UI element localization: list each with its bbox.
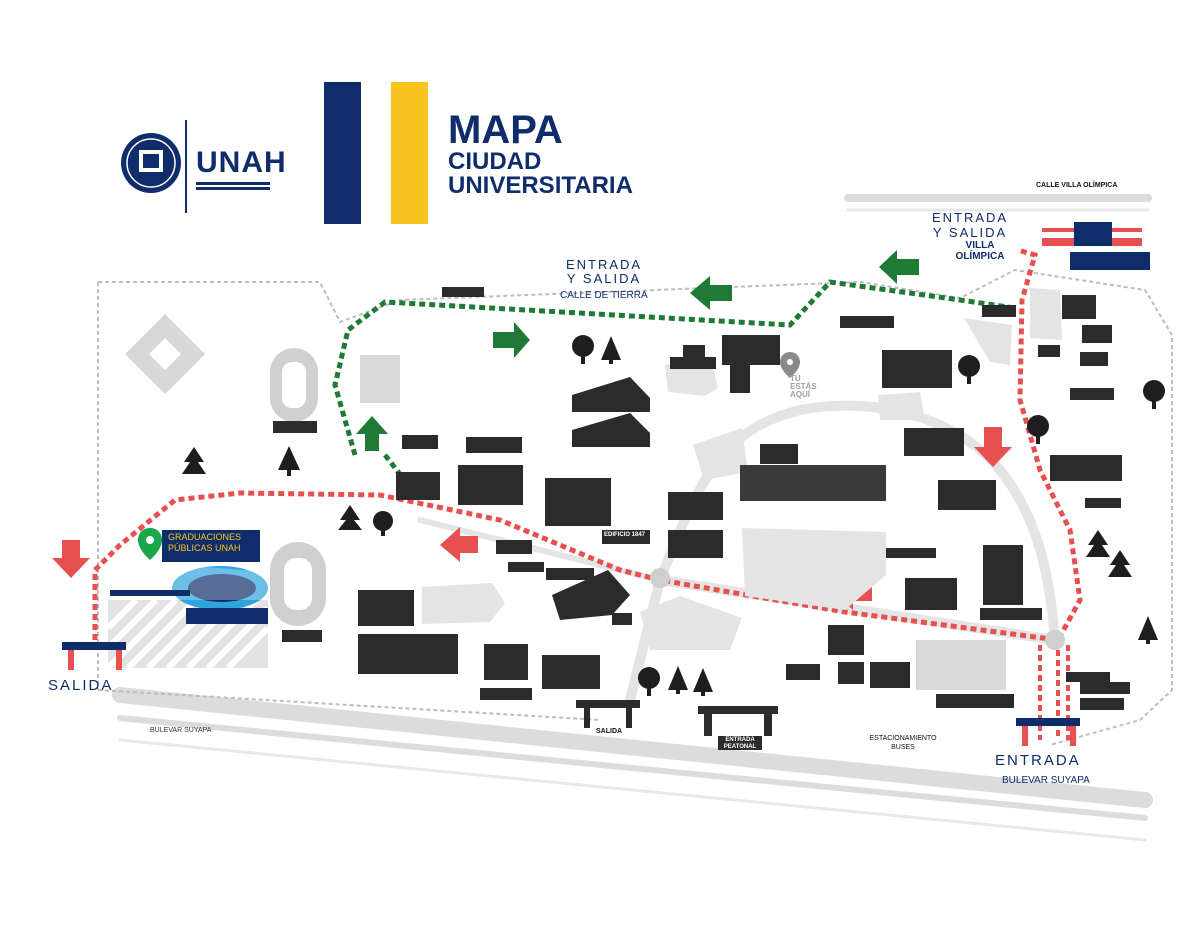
- label-estacionamiento: ESTACIONAMIENTO BUSES: [869, 735, 937, 751]
- unah-logo: [121, 120, 187, 213]
- label-salida: SALIDA: [48, 677, 114, 694]
- villa-olimpica-gym: [1042, 222, 1150, 270]
- buildings: [276, 287, 1130, 750]
- green-route: [332, 279, 1016, 456]
- red-route: [92, 247, 1083, 650]
- label-tu-estas-aqui: TÚ ESTÁS AQUÍ: [790, 374, 817, 399]
- label-villa-olimpica: VILLA OLÍMPICA: [955, 240, 1005, 262]
- label-bulevar-suyapa-left: BULEVAR SUYAPA: [150, 727, 212, 734]
- label-entrada: ENTRADA: [995, 752, 1081, 769]
- label-bulevar-suyapa-right: BULEVAR SUYAPA: [1002, 775, 1090, 786]
- title-universitaria: UNIVERSITARIA: [448, 172, 633, 199]
- roundabout-west: [650, 568, 670, 588]
- label-edificio-1847: EDIFICIO 1847: [604, 532, 646, 538]
- label-entrada-salida-villa: ENTRADA Y SALIDA: [931, 210, 1009, 240]
- running-track-north: [270, 348, 318, 422]
- trees: [182, 335, 1165, 696]
- title-ciudad: CIUDAD: [448, 148, 542, 175]
- label-entrada-peatonal: ENTRADA PEATONAL: [723, 737, 757, 750]
- title-bar-gold: [391, 82, 428, 224]
- baseball-field: [125, 314, 205, 394]
- graduaciones-banner: [138, 528, 260, 562]
- label-calle-tierra: CALLE DE TIERRA: [560, 290, 648, 301]
- title-bar-navy: [324, 82, 361, 224]
- label-calle-villa: CALLE VILLA OLÍMPICA: [1036, 182, 1118, 189]
- green-arrows: [356, 250, 919, 451]
- label-entrada-salida-tierra: ENTRADA Y SALIDA: [565, 257, 643, 286]
- palacio-deportes: [110, 565, 270, 624]
- you-are-here-pin: [780, 352, 800, 378]
- label-salida-gate: SALIDA: [596, 728, 623, 735]
- label-graduaciones: GRADUACIONES PÚBLICAS UNAH: [168, 532, 242, 553]
- logo-wordmark: UNAH: [196, 146, 287, 179]
- roundabout-east: [1045, 630, 1065, 650]
- title-mapa: MAPA: [448, 108, 563, 152]
- gate-entrada-east: [1016, 718, 1080, 746]
- lawns: [360, 288, 1062, 690]
- campus-boundary: [97, 268, 1173, 746]
- running-track-south: [270, 542, 326, 626]
- gate-salida-west: [62, 642, 126, 670]
